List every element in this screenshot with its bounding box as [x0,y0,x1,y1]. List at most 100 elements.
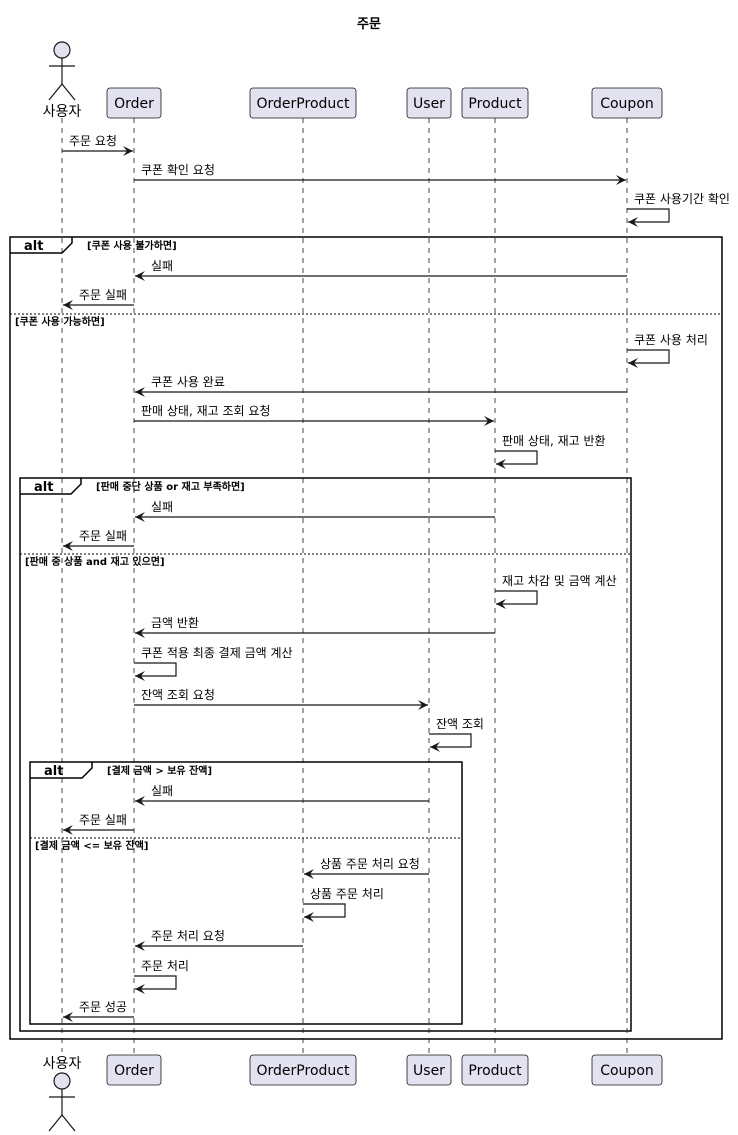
message: 쿠폰 사용기간 확인 [627,192,730,227]
message-label: 실패 [151,259,173,273]
participant-box [249,1054,357,1086]
participant-order-bottom: Order [106,1054,162,1086]
message-label: 판매 상태, 재고 조회 요청 [141,404,270,418]
message: 주문 성공 [63,1000,134,1022]
fragment-tab [10,237,73,254]
message: 금액 반환 [135,616,495,638]
participant-box [406,87,452,119]
self-message-arrow [495,590,538,609]
actor-top: 사용자 [43,41,82,120]
participant-box [591,1054,663,1086]
participant-product-top: Product [461,87,529,119]
participant-label: OrderProduct [257,96,350,112]
diagram-title: 주문 [357,17,381,32]
participant-box [591,87,663,119]
fragment-keyword: alt [34,480,53,495]
participant-label: Order [114,96,154,112]
message: 주문 실패 [63,288,134,310]
message-label: 금액 반환 [151,616,199,630]
actor-icon [48,1072,76,1132]
self-message-arrow [303,903,346,922]
fragment-guard: [판매 중단 상품 or 재고 부족하면] [96,480,245,493]
alt-fragment: alt[결제 금액 > 보유 잔액][결제 금액 <= 보유 잔액] [29,761,463,1025]
participant-orderproduct-top: OrderProduct [249,87,357,119]
else-guard: [쿠폰 사용 가능하면] [15,315,105,328]
message: 판매 상태, 재고 조회 요청 [134,404,494,426]
message: 주문 처리 [134,959,189,994]
message-label: 쿠폰 사용기간 확인 [634,192,730,206]
message: 쿠폰 사용 처리 [627,333,708,368]
participant-label: Order [114,1063,154,1079]
message: 재고 차감 및 금액 계산 [495,574,617,609]
participant-label: Product [468,1063,522,1079]
message-label: 주문 실패 [79,288,127,302]
message-label: 재고 차감 및 금액 계산 [502,574,617,588]
participant-label: Product [468,96,522,112]
message: 쿠폰 확인 요청 [134,163,626,185]
message: 쿠폰 사용 완료 [135,375,627,397]
actor-icon [48,41,76,101]
message-label: 쿠폰 확인 요청 [141,163,215,177]
message-label: 주문 처리 [141,959,189,973]
message: 상품 주문 처리 요청 [304,857,429,879]
message: 실패 [135,259,627,281]
message: 쿠폰 적용 최종 결제 금액 계산 [134,646,293,681]
participant-useracct-top: User [406,87,452,119]
fragment-keyword: alt [24,239,43,254]
message-label: 쿠폰 적용 최종 결제 금액 계산 [141,646,293,660]
message-label: 판매 상태, 재고 반환 [502,434,606,448]
participant-label: User [413,1063,445,1079]
participant-box [461,87,529,119]
actor-label: 사용자 [43,104,82,120]
participant-box [106,87,162,119]
message-label: 주문 요청 [69,134,117,148]
fragments-layer: alt [쿠폰 사용 불가하면] [쿠폰 사용 가능하면] alt [판매 중단 상품 … [9,236,723,1040]
participant-useracct-bottom: User [406,1054,452,1086]
message: 주문 실패 [63,529,134,551]
message-label: 상품 주문 처리 [310,887,384,901]
message-label: 주문 처리 요청 [151,929,225,943]
self-message-arrow [627,208,670,227]
fragment-guard: [결제 금액 > 보유 잔액] [107,764,212,777]
else-guard: [결제 금액 <= 보유 잔액] [35,839,148,852]
participant-box [106,1054,162,1086]
participant-label: User [413,96,445,112]
message: 주문 실패 [63,813,134,835]
message: 상품 주문 처리 [303,887,384,922]
message: 주문 요청 [62,134,133,156]
self-message-arrow [495,450,538,469]
participant-label: Coupon [600,1063,654,1079]
self-message-arrow [429,733,472,752]
participant-label: OrderProduct [257,1063,350,1079]
actor-bottom: 사용자 [43,1056,81,1132]
fragment-frame [29,761,463,1025]
participant-box [461,1054,529,1086]
alt-fragment: alt [판매 중단 상품 or 재고 부족하면] [판매 중 상품 and 재고 … [19,477,632,1032]
participant-product-bottom: Product [461,1054,529,1086]
message-label: 실패 [151,784,173,798]
self-message-arrow [134,662,177,681]
message-label: 쿠폰 사용 처리 [634,333,708,347]
message-label: 주문 실패 [79,529,127,543]
fragment-tab [20,478,82,495]
message-label: 잔액 조회 [436,717,484,731]
else-guard: [판매 중 상품 and 재고 있으면] [25,555,165,568]
message-label: 상품 주문 처리 요청 [320,857,420,871]
fragment-guard: [쿠폰 사용 불가하면] [87,239,177,252]
message-label: 주문 성공 [79,1000,127,1014]
message: 실패 [135,500,495,522]
message: 잔액 조회 요청 [134,688,428,710]
participant-coupon-top: Coupon [591,87,663,119]
message: 실패 [135,784,429,806]
participant-label: Coupon [600,96,654,112]
alt-fragment: alt [쿠폰 사용 불가하면] [쿠폰 사용 가능하면] [9,236,723,1040]
participant-box [406,1054,452,1086]
message-label: 쿠폰 사용 완료 [151,375,225,389]
message: 주문 처리 요청 [135,929,303,951]
lifelines-layer [61,118,628,1055]
message-label: 주문 실패 [79,813,127,827]
message: 잔액 조회 [429,717,484,752]
message-label: 잔액 조회 요청 [141,688,215,702]
